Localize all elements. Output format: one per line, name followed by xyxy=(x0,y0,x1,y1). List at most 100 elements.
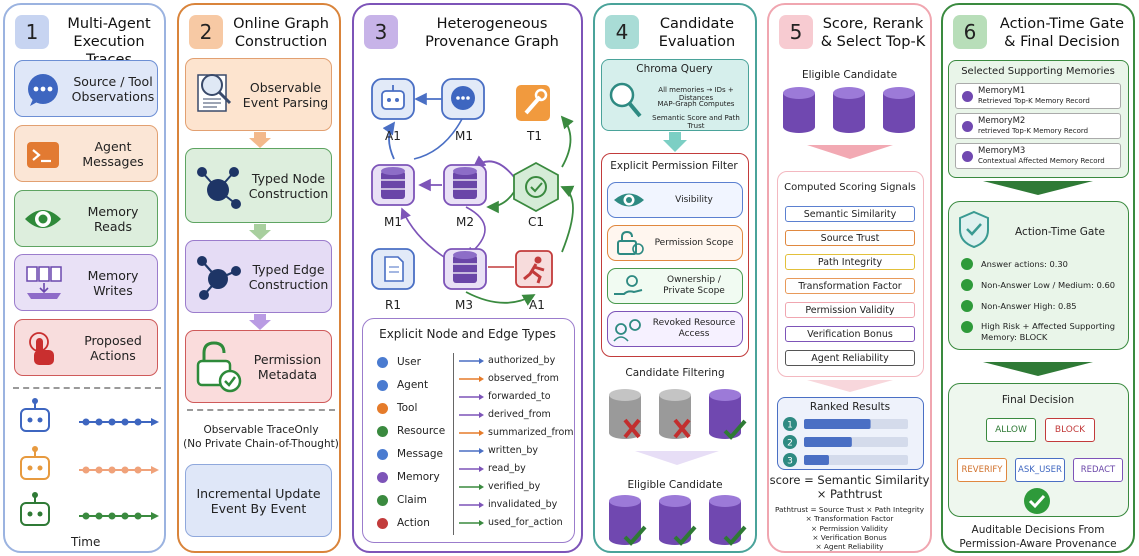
chroma-line: MAP-Graph Computes xyxy=(657,100,735,108)
final-decision-box: Final Decision ALLOW BLOCK REVERIFY ASK_… xyxy=(948,383,1129,517)
rank-number: 1 xyxy=(787,421,793,431)
label-line: Reads xyxy=(94,218,132,234)
check-icon xyxy=(961,300,973,312)
resource-node xyxy=(371,248,415,290)
signal: Verification Bonus xyxy=(785,326,915,342)
tool-node xyxy=(516,85,550,121)
title-line: Online Graph xyxy=(233,16,329,32)
gate-label-line: Memory: BLOCK xyxy=(981,332,1048,342)
title-line: Candidate xyxy=(659,16,735,32)
types-divider xyxy=(453,353,454,535)
node-type-message: Message xyxy=(377,448,443,460)
edge-graph-icon xyxy=(197,255,241,300)
rank-bar xyxy=(804,455,829,465)
filter-visibility: Visibility xyxy=(607,182,743,218)
title-line: & Select Top-K xyxy=(820,34,926,50)
node-label-c1: C1 xyxy=(528,215,545,229)
robot-icon xyxy=(20,398,50,432)
candidate-filtering xyxy=(609,389,747,440)
rank-bar xyxy=(804,437,852,447)
gate-label-line: High Risk + Affected Supporting xyxy=(981,321,1116,331)
memory-item: MemoryM1 Retrieved Top-K Memory Record xyxy=(955,83,1121,109)
terminal-icon xyxy=(27,141,59,168)
memory-desc: retrieved Top-K Memory Record xyxy=(978,127,1089,135)
label-line: Event By Event xyxy=(210,500,307,516)
label-line: Revoked Resource xyxy=(652,318,736,328)
formula-line: × Pathtrust xyxy=(816,487,883,501)
eligible-candidate xyxy=(609,495,647,546)
signal: Semantic Similarity xyxy=(785,206,915,222)
chroma-line: All memories → IDs + Distances xyxy=(658,86,734,102)
label-line: Typed Edge xyxy=(252,261,325,277)
robot-icon xyxy=(20,492,50,526)
label-line: Metadata xyxy=(257,366,318,382)
formula-line: Pathtrust = Source Trust × Path Integrit… xyxy=(774,505,925,514)
arrow-down-icon xyxy=(807,145,893,159)
note-line: Observable TraceOnly xyxy=(203,424,319,436)
node-type-label: Action xyxy=(397,517,430,529)
node-type-claim: Claim xyxy=(377,494,427,506)
rank-badge xyxy=(783,435,797,449)
node-label-m3: M3 xyxy=(455,298,473,312)
eligible-candidate xyxy=(783,87,815,133)
filter-permission-scope: Permission Scope xyxy=(607,225,743,261)
node-label-a1: A1 xyxy=(385,129,401,143)
label-line: Memory xyxy=(87,267,139,283)
node-type-tool: Tool xyxy=(377,402,417,414)
check-icon xyxy=(961,258,973,270)
eligible-candidate-label: Eligible Candidate xyxy=(801,69,898,81)
pathtrust-formula: Pathtrust = Source Trust × Path Integrit… xyxy=(769,505,930,551)
chroma-line: Semantic Score and Path Trust xyxy=(652,114,740,130)
rejected-candidate xyxy=(659,389,691,439)
label-line: Source / Tool xyxy=(73,73,153,89)
scoring-signals-box: Computed Scoring Signals Semantic Simila… xyxy=(777,171,924,377)
label-line: Construction xyxy=(248,185,329,201)
decision-ask-user: ASK_USER xyxy=(1015,458,1065,482)
decision-allow: ALLOW xyxy=(986,418,1036,442)
time-label: Time xyxy=(71,535,101,549)
gate-row: Answer actions: 0.30 xyxy=(961,258,1068,270)
chroma-query-box: Chroma Query All memories → IDs + Distan… xyxy=(601,59,749,131)
node-type-label: User xyxy=(397,356,421,368)
eligible-candidate xyxy=(883,87,915,133)
title-line: Action-Time Gate xyxy=(999,16,1125,32)
label-line: Incremental Update xyxy=(196,485,321,501)
node-label-m1b: M1 xyxy=(384,215,402,229)
arrow-down-icon xyxy=(983,362,1093,376)
filter-label: Visibility xyxy=(675,194,713,205)
edge-type: verified_by xyxy=(488,481,541,492)
arrow-down-icon xyxy=(249,314,271,330)
signal: Transformation Factor xyxy=(785,278,915,294)
title-line: Evaluation xyxy=(658,34,736,50)
gate-label: Answer actions: 0.30 xyxy=(981,259,1068,269)
decision-reverify: REVERIFY xyxy=(957,458,1007,482)
memory-dot xyxy=(962,121,973,132)
message-node xyxy=(441,78,485,120)
final-title: Final Decision xyxy=(1001,394,1075,406)
rank-number: 3 xyxy=(787,457,793,467)
node-graph-icon xyxy=(197,166,241,209)
types-box: Explicit Node and Edge Types User Agent … xyxy=(362,318,575,543)
node-type-label: Claim xyxy=(397,494,427,506)
formula-line: × Agent Reliability xyxy=(815,542,884,552)
rank-number: 2 xyxy=(787,439,793,449)
node-type-memory: Memory xyxy=(377,471,440,483)
label-line: Private Scope xyxy=(663,286,725,296)
eligible-candidate xyxy=(659,495,697,546)
action-gate-box: Action-Time Gate Answer actions: 0.30 No… xyxy=(948,201,1129,350)
agent-timelines xyxy=(20,398,159,526)
title-line: Score, Rerank xyxy=(822,16,924,32)
panel-number: 1 xyxy=(15,15,49,49)
eligible-candidates xyxy=(609,495,747,546)
shield-check-icon xyxy=(959,210,989,248)
rank-bar-track xyxy=(804,455,908,465)
